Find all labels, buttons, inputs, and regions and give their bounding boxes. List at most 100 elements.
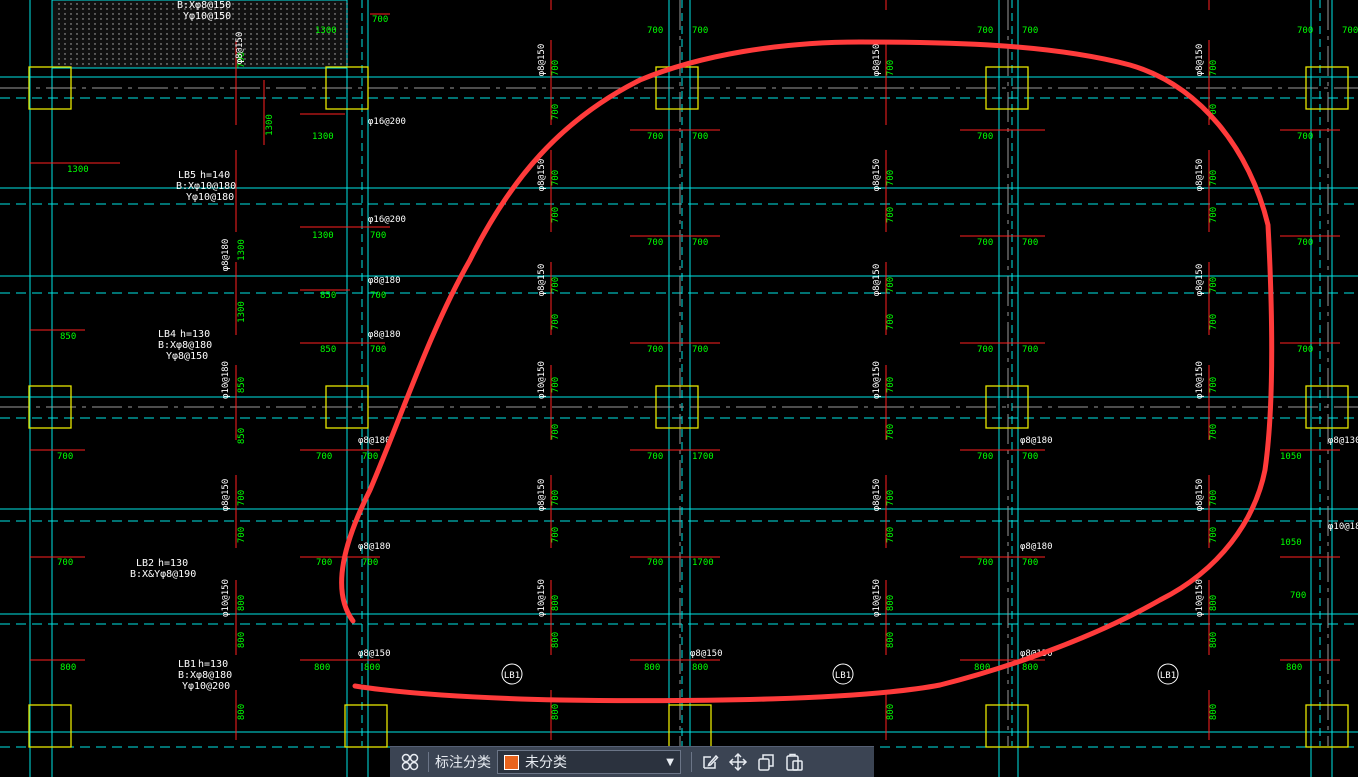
hatch-dot — [238, 33, 240, 35]
hatch-dot — [118, 58, 120, 60]
hatch-dot — [214, 3, 216, 5]
hatch-dot — [328, 43, 330, 45]
hatch-dot — [226, 13, 228, 15]
hatch-dot — [142, 8, 144, 10]
hatch-dot — [160, 38, 162, 40]
hatch-dot — [220, 38, 222, 40]
hatch-dot — [280, 8, 282, 10]
hatch-dot — [244, 28, 246, 30]
dimension-label-vertical: 1300 — [237, 301, 247, 323]
hatch-dot — [256, 38, 258, 40]
svg-text:LB1: LB1 — [835, 671, 851, 681]
dimension-label-vertical: 700 — [1209, 277, 1219, 293]
hatch-dot — [322, 53, 324, 55]
hatch-dot — [346, 43, 348, 45]
paste-icon[interactable] — [780, 749, 808, 775]
dimension-label-vertical: 800 — [551, 704, 561, 720]
rebar-spec-label-vertical: φ8@150 — [537, 264, 547, 297]
edit-icon[interactable] — [696, 749, 724, 775]
hatch-dot — [286, 28, 288, 30]
dimension-label-vertical: 700 — [886, 424, 896, 440]
hatch-dot — [106, 13, 108, 15]
hatch-dot — [88, 18, 90, 20]
panel-note-lb4: LB4 h=130 B:Xφ8@180 Yφ8@150 — [158, 329, 212, 362]
hatch-dot — [118, 18, 120, 20]
dimension-label: 700 — [1290, 591, 1306, 601]
hatch-dot — [298, 28, 300, 30]
hatch-dot — [64, 53, 66, 55]
hatch-dot — [262, 3, 264, 5]
hatch-dot — [292, 3, 294, 5]
hatch-dot — [280, 18, 282, 20]
hatch-dot — [304, 28, 306, 30]
hatch-dot — [250, 28, 252, 30]
dimension-label: 700 — [977, 26, 993, 36]
hatch-dot — [106, 43, 108, 45]
hatch-dot — [130, 18, 132, 20]
hatch-dot — [70, 28, 72, 30]
copy-icon[interactable] — [752, 749, 780, 775]
hatch-dot — [220, 3, 222, 5]
hatch-dot — [256, 8, 258, 10]
hatch-dot — [148, 63, 150, 65]
hatch-dot — [220, 53, 222, 55]
hatch-dot — [244, 58, 246, 60]
hatch-dot — [166, 58, 168, 60]
hatch-dot — [142, 63, 144, 65]
dimension-label-vertical: 700 — [237, 490, 247, 506]
hatch-dot — [64, 43, 66, 45]
dimension-label: 700 — [362, 452, 378, 462]
hatch-dot — [340, 13, 342, 15]
dimension-label-vertical: 700 — [886, 377, 896, 393]
dimension-label: 700 — [647, 452, 663, 462]
hatch-dot — [160, 18, 162, 20]
hatch-dot — [160, 33, 162, 35]
hatch-dot — [262, 18, 264, 20]
hatch-dot — [232, 8, 234, 10]
dimension-label: 1300 — [67, 165, 89, 175]
hatch-dot — [148, 48, 150, 50]
hatch-dot — [190, 28, 192, 30]
hatch-dot — [190, 48, 192, 50]
dimension-label-vertical: 700 — [237, 527, 247, 543]
hatch-dot — [202, 58, 204, 60]
group-icon[interactable] — [396, 749, 424, 775]
dimension-label: 800 — [974, 663, 990, 673]
hatch-dot — [202, 43, 204, 45]
hatch-dot — [112, 13, 114, 15]
hatch-dot — [196, 53, 198, 55]
hatch-dot — [304, 48, 306, 50]
hatch-dot — [268, 23, 270, 25]
hatch-dot — [250, 53, 252, 55]
dimension-label: 700 — [57, 558, 73, 568]
hatch-dot — [202, 53, 204, 55]
hatch-dot — [328, 58, 330, 60]
hatch-dot — [340, 43, 342, 45]
hatch-dot — [154, 8, 156, 10]
hatch-dot — [58, 28, 60, 30]
move-icon[interactable] — [724, 749, 752, 775]
panel-marker-3[interactable]: LB1 — [1157, 663, 1179, 685]
hatch-dot — [64, 28, 66, 30]
dimension-label: 700 — [647, 238, 663, 248]
hatch-dot — [328, 3, 330, 5]
hatch-dot — [136, 28, 138, 30]
hatch-dot — [196, 8, 198, 10]
category-select[interactable]: 未分类 ▼ — [497, 750, 681, 774]
dimension-label-vertical: 700 — [886, 277, 896, 293]
rebar-spec-label-vertical: φ8@150 — [1195, 44, 1205, 77]
hatch-dot — [286, 23, 288, 25]
hatch-dot — [154, 38, 156, 40]
panel-marker-1[interactable]: LB1 — [501, 663, 523, 685]
hatch-dot — [328, 23, 330, 25]
hatch-dot — [250, 33, 252, 35]
hatch-dot — [268, 8, 270, 10]
toolbar-divider — [428, 752, 429, 772]
panel-marker-2[interactable]: LB1 — [832, 663, 854, 685]
hatch-dot — [328, 53, 330, 55]
hatch-dot — [340, 33, 342, 35]
freehand-annotation-loop — [339, 39, 1275, 704]
hatch-dot — [154, 13, 156, 15]
hatch-dot — [82, 18, 84, 20]
